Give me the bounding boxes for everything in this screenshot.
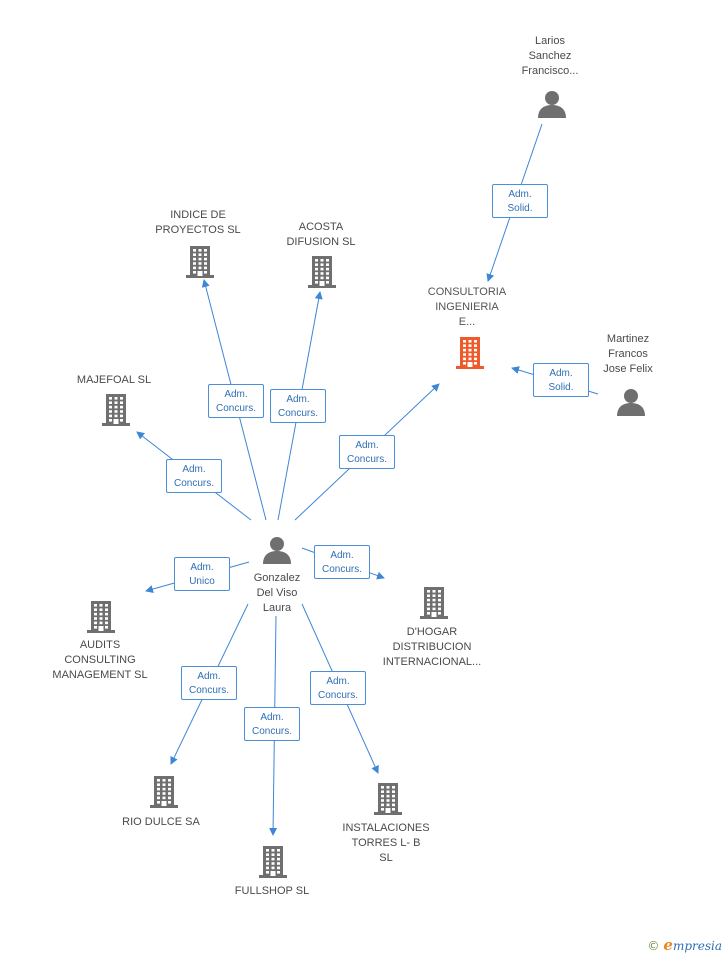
node-label-consultoria[interactable]: CONSULTORIA INGENIERIA E... [427, 286, 507, 328]
building-icon[interactable] [418, 586, 450, 625]
person-icon[interactable] [262, 535, 292, 570]
relation-label-center-fullshop[interactable]: Adm. Concurs. [244, 707, 300, 741]
building-icon[interactable] [306, 255, 338, 294]
relation-label-center-riodulce[interactable]: Adm. Concurs. [181, 666, 237, 700]
relation-label-center-majefoal[interactable]: Adm. Concurs. [166, 459, 222, 493]
node-label-fullshop[interactable]: FULLSHOP SL [234, 885, 310, 897]
empresia-logo: ©empresia [647, 936, 722, 954]
relation-label-center-instalaciones[interactable]: Adm. Concurs. [310, 671, 366, 705]
brand-initial: e [663, 936, 673, 954]
node-label-riodulce[interactable]: RIO DULCE SA [122, 816, 200, 828]
relation-label-larios-consultoria[interactable]: Adm. Solid. [492, 184, 548, 218]
relation-label-center-acosta[interactable]: Adm. Concurs. [270, 389, 326, 423]
relation-label-martinez-consultoria[interactable]: Adm. Solid. [533, 363, 589, 397]
building-icon[interactable] [85, 600, 117, 639]
node-label-martinez[interactable]: Martinez Francos Jose Felix [603, 333, 653, 375]
building-icon[interactable] [148, 775, 180, 814]
node-label-audits[interactable]: AUDITS CONSULTING MANAGEMENT SL [52, 639, 148, 681]
node-label-larios[interactable]: Larios Sanchez Francisco... [521, 35, 579, 77]
brand-name: mpresia [672, 939, 722, 953]
relation-label-center-audits[interactable]: Adm. Unico [174, 557, 230, 591]
person-icon[interactable] [537, 89, 567, 124]
building-icon[interactable] [372, 782, 404, 821]
relation-label-center-indice[interactable]: Adm. Concurs. [208, 384, 264, 418]
relation-label-center-consultoria[interactable]: Adm. Concurs. [339, 435, 395, 469]
copyright-symbol: © [647, 939, 660, 953]
person-icon[interactable] [616, 387, 646, 422]
relation-label-center-dhogar[interactable]: Adm. Concurs. [314, 545, 370, 579]
node-label-indice[interactable]: INDICE DE PROYECTOS SL [155, 209, 241, 236]
node-label-dhogar[interactable]: D'HOGAR DISTRIBUCION INTERNACIONAL... [382, 626, 482, 668]
node-label-majefoal[interactable]: MAJEFOAL SL [76, 374, 152, 386]
building-icon[interactable] [454, 336, 486, 375]
building-icon[interactable] [184, 245, 216, 284]
building-icon[interactable] [100, 393, 132, 432]
node-label-acosta[interactable]: ACOSTA DIFUSION SL [286, 221, 356, 248]
node-label-instalaciones[interactable]: INSTALACIONES TORRES L- B SL [342, 822, 430, 864]
node-label-center[interactable]: Gonzalez Del Viso Laura [253, 572, 301, 614]
building-icon[interactable] [257, 845, 289, 884]
